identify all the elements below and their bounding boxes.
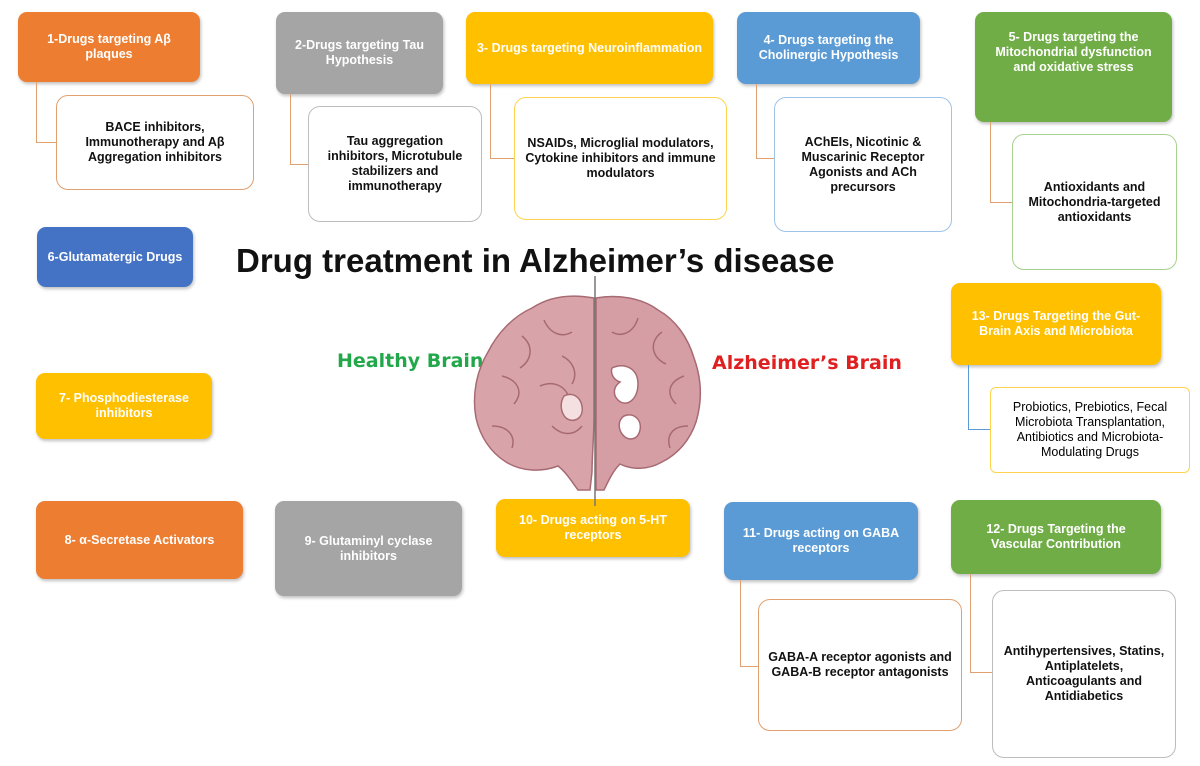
group-11-header: 11- Drugs acting on GABA receptors xyxy=(724,502,918,580)
healthy-brain-label: Healthy Brain xyxy=(337,350,484,372)
group-2-header: 2-Drugs targeting Tau Hypothesis xyxy=(276,12,443,94)
group-1-detail: BACE inhibitors, Immunotherapy and Aβ Ag… xyxy=(56,95,254,190)
group-12-detail: Antihypertensives, Statins, Antiplatelet… xyxy=(992,590,1176,758)
group-6-header: 6-Glutamatergic Drugs xyxy=(37,227,193,287)
group-8-header: 8- α-Secretase Activators xyxy=(36,501,243,579)
brain-illustration xyxy=(473,276,702,506)
diagram-title: Drug treatment in Alzheimer’s disease xyxy=(236,242,835,279)
alzheimer-hemisphere xyxy=(595,295,702,491)
group-1-header: 1-Drugs targeting Aβ plaques xyxy=(18,12,200,82)
group-5-detail: Antioxidants and Mitochondria-targeted a… xyxy=(1012,134,1177,270)
group-13-connector xyxy=(968,365,991,430)
group-12-connector xyxy=(970,574,993,673)
group-2-detail: Tau aggregation inhibitors, Microtubule … xyxy=(308,106,482,222)
healthy-hemisphere xyxy=(473,295,595,491)
group-2-connector xyxy=(290,94,309,165)
group-1-connector xyxy=(36,82,57,143)
group-5-header: 5- Drugs targeting the Mitochondrial dys… xyxy=(975,12,1172,122)
group-13-header: 13- Drugs Targeting the Gut-Brain Axis a… xyxy=(951,283,1161,365)
group-10-header: 10- Drugs acting on 5-HT receptors xyxy=(496,499,690,557)
group-4-connector xyxy=(756,84,775,159)
group-3-connector xyxy=(490,84,515,159)
group-4-detail: AChEIs, Nicotinic & Muscarinic Receptor … xyxy=(774,97,952,232)
group-13-detail: Probiotics, Prebiotics, Fecal Microbiota… xyxy=(990,387,1190,473)
alzheimer-brain-label: Alzheimer’s Brain xyxy=(712,352,902,374)
group-12-header: 12- Drugs Targeting the Vascular Contrib… xyxy=(951,500,1161,574)
group-11-connector xyxy=(740,580,759,667)
group-7-header: 7- Phosphodiesterase inhibitors xyxy=(36,373,212,439)
group-3-header: 3- Drugs targeting Neuroinflammation xyxy=(466,12,713,84)
group-11-detail: GABA-A receptor agonists and GABA-B rece… xyxy=(758,599,962,731)
group-3-detail: NSAIDs, Microglial modulators, Cytokine … xyxy=(514,97,727,220)
group-4-header: 4- Drugs targeting the Cholinergic Hypot… xyxy=(737,12,920,84)
group-9-header: 9- Glutaminyl cyclase inhibitors xyxy=(275,501,462,596)
group-5-connector xyxy=(990,122,1013,203)
